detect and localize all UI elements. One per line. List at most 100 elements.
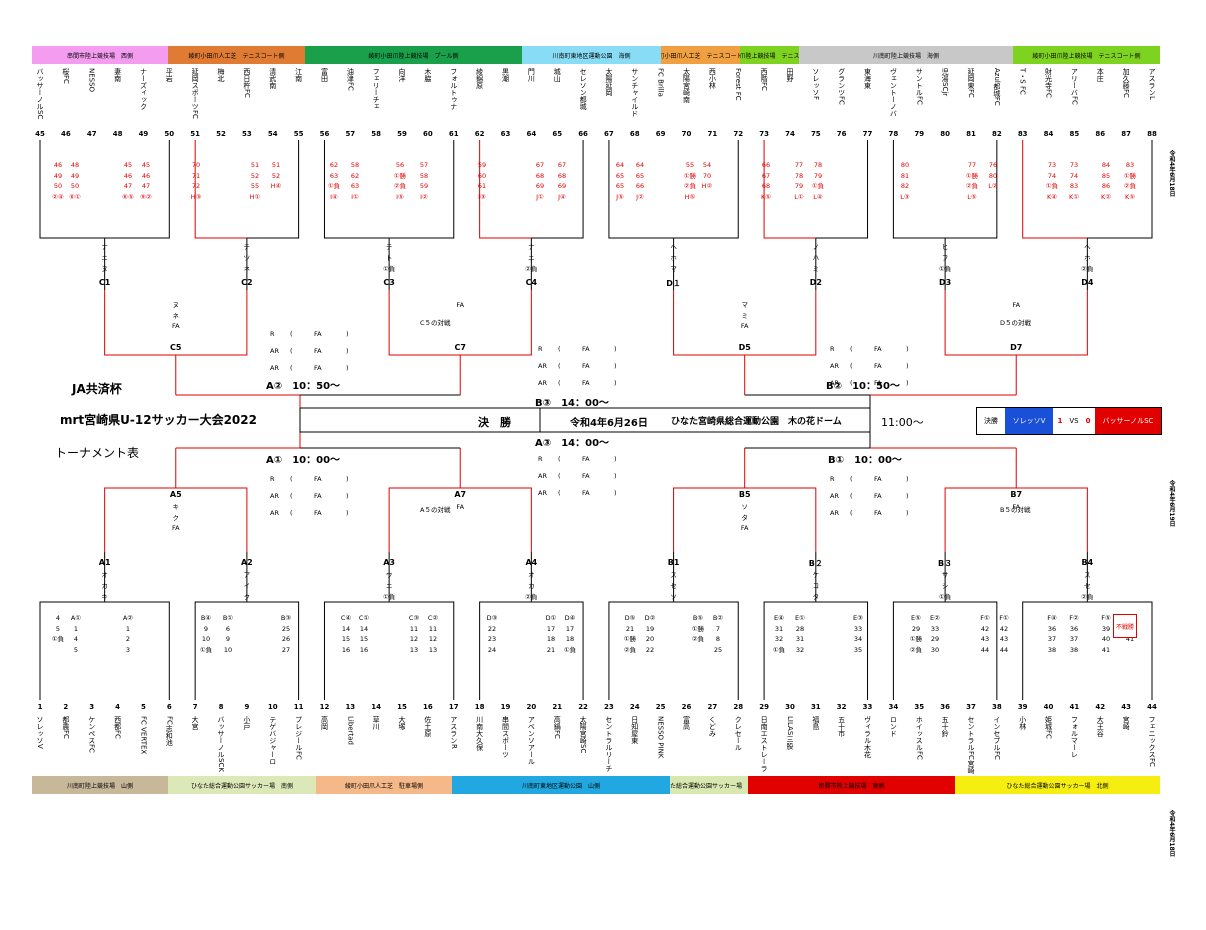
bottom-team-number: 24 — [629, 703, 640, 711]
bottom-team-name: 小戸 — [242, 716, 251, 730]
final-score-right: 0 — [1085, 417, 1091, 425]
bottom-team-name: FC志和池 — [165, 716, 174, 746]
bottom-team-name: 日南エストレーラ — [760, 716, 769, 772]
referee-open-paren: ( — [850, 509, 853, 517]
match-seed-b1: ス セ ソ — [670, 571, 677, 601]
bottom-team-name: 姫城FC — [1044, 716, 1053, 739]
match-code-d1: D１ — [666, 279, 681, 288]
bottom-team-number: 33 — [862, 703, 873, 711]
top-team-number: 79 — [914, 130, 925, 138]
bottom-team-name: 高鍋FC — [553, 716, 562, 739]
bracket-line — [479, 601, 532, 700]
top-team-name: ソレッソF — [811, 68, 820, 101]
bracket-line — [175, 394, 301, 408]
final-time: 11:00～ — [881, 416, 924, 429]
top-team-number: 82 — [991, 130, 1002, 138]
referee-fa: FA — [314, 364, 322, 372]
bottom-team-name: フェニックスFC — [1148, 716, 1156, 767]
bracket-line — [608, 601, 674, 700]
top-team-number: 50 — [164, 130, 175, 138]
seed-column-bottom: F① 42 43 44 — [999, 614, 1009, 654]
referee-role-label: R — [830, 475, 835, 483]
bottom-team-number: 14 — [371, 703, 382, 711]
top-team-number: 61 — [448, 130, 459, 138]
top-team-name: 本庄 — [1096, 68, 1105, 82]
seed-column-top: 64 65 66 J② — [635, 161, 645, 201]
bottom-team-number: 5 — [141, 703, 146, 711]
venue-bar-bottom: 川南町陸上競技場 山側 — [32, 776, 168, 794]
referee-role-label: AR — [270, 364, 279, 372]
bracket-line — [531, 140, 584, 239]
match-code-d7: D7 — [1010, 343, 1023, 352]
top-team-number: 51 — [190, 130, 201, 138]
top-team-number: 84 — [1043, 130, 1054, 138]
bottom-team-name: 川南大久保 — [475, 716, 484, 751]
seed-column-top: 67 68 69 J④ — [557, 161, 567, 201]
referee-close-paren: ) — [906, 475, 909, 483]
bottom-team-name: セントラルリーチ — [604, 716, 613, 772]
referee-fa: FA — [314, 330, 322, 338]
match-code-b3: B３ — [938, 559, 953, 568]
bottom-team-name: 西都FC — [113, 716, 122, 739]
seed-column-bottom: D① 17 18 21 — [545, 614, 557, 654]
bottom-team-number: 27 — [707, 703, 718, 711]
seed-column-top: 55 ①勝 ②負 H⑤ — [683, 161, 697, 201]
seed-column-bottom: C② 11 12 13 — [427, 614, 439, 654]
seed-column-top: 54 70 H② — [701, 161, 713, 190]
top-team-number: 83 — [1017, 130, 1028, 138]
bracket-line — [815, 601, 869, 700]
bracket-subtitle: トーナメント表 — [55, 446, 140, 460]
top-team-number: 63 — [500, 130, 511, 138]
top-team-name: 東海東 — [863, 68, 872, 89]
top-team-number: 72 — [733, 130, 744, 138]
match-code-c1: C1 — [98, 278, 111, 287]
time-a1: A① 10：00～ — [266, 455, 341, 466]
referee-role-label: AR — [830, 379, 839, 387]
top-team-name: セレソン都城 — [579, 68, 588, 110]
seed-column-top: 45 46 47 ⑨② — [140, 161, 152, 201]
bracket-line — [744, 432, 871, 449]
top-team-name: 門川 — [527, 68, 536, 82]
referee-fa: FA — [314, 475, 322, 483]
seed-column-bottom: B① 6 9 10 — [222, 614, 234, 654]
match-code-d3: D3 — [939, 278, 952, 287]
top-team-name: 延岡東FC — [966, 68, 975, 98]
match-code-b5: B5 — [738, 490, 751, 499]
bracket-line — [815, 140, 869, 239]
top-team-name: 黒潮 — [501, 68, 510, 82]
referee-close-paren: ) — [614, 379, 617, 387]
top-team-name: 延岡スポーツFC — [191, 68, 200, 119]
match-code-a4: A4 — [525, 558, 538, 567]
match-code-c7: C7 — [454, 343, 466, 352]
match-code-d4: D4 — [1081, 278, 1094, 287]
seed-column-top: 64 65 65 J⑤ — [615, 161, 625, 201]
top-team-name: T・S FC — [1018, 68, 1027, 95]
top-team-number: 53 — [242, 130, 252, 138]
referee-fa: FA — [874, 345, 882, 353]
top-team-name: 児湯SCjr — [941, 68, 950, 97]
top-team-number: 47 — [86, 130, 97, 138]
referee-fa: FA — [582, 489, 590, 497]
top-team-name: 清武南 — [268, 68, 277, 89]
match-seed-c2: チ ツ ネ — [243, 243, 251, 273]
referee-close-paren: ) — [346, 492, 349, 500]
referee-close-paren: ) — [614, 472, 617, 480]
referee-close-paren: ) — [346, 364, 349, 372]
bottom-team-name: ホイッスルFC — [915, 716, 924, 760]
bracket-line — [323, 140, 390, 239]
top-team-number: 52 — [216, 130, 226, 138]
bracket-lines — [39, 140, 1153, 700]
final-venue: ひなた宮崎県総合運動公園 木の花ドーム — [671, 417, 842, 427]
final-date: 令和4年6月26日 — [570, 418, 648, 429]
seed-column-bottom: A② 1 2 3 — [122, 614, 134, 654]
seed-column-bottom: B⑤ ①勝 ②負 — [691, 614, 705, 643]
time-b2: B② 10：50～ — [826, 381, 900, 392]
top-team-number: 46 — [60, 130, 71, 138]
top-team-name: ナーズィック — [139, 68, 148, 110]
top-team-name: バッサーノルSC — [36, 68, 44, 120]
bottom-team-number: 1 — [37, 703, 43, 711]
bottom-team-number: 31 — [810, 703, 821, 711]
match-seed-d1: ヘ ホ マ — [670, 243, 677, 273]
sponsor-title: JA共済杯 — [72, 382, 122, 396]
final-label: 決 勝 — [478, 416, 511, 429]
